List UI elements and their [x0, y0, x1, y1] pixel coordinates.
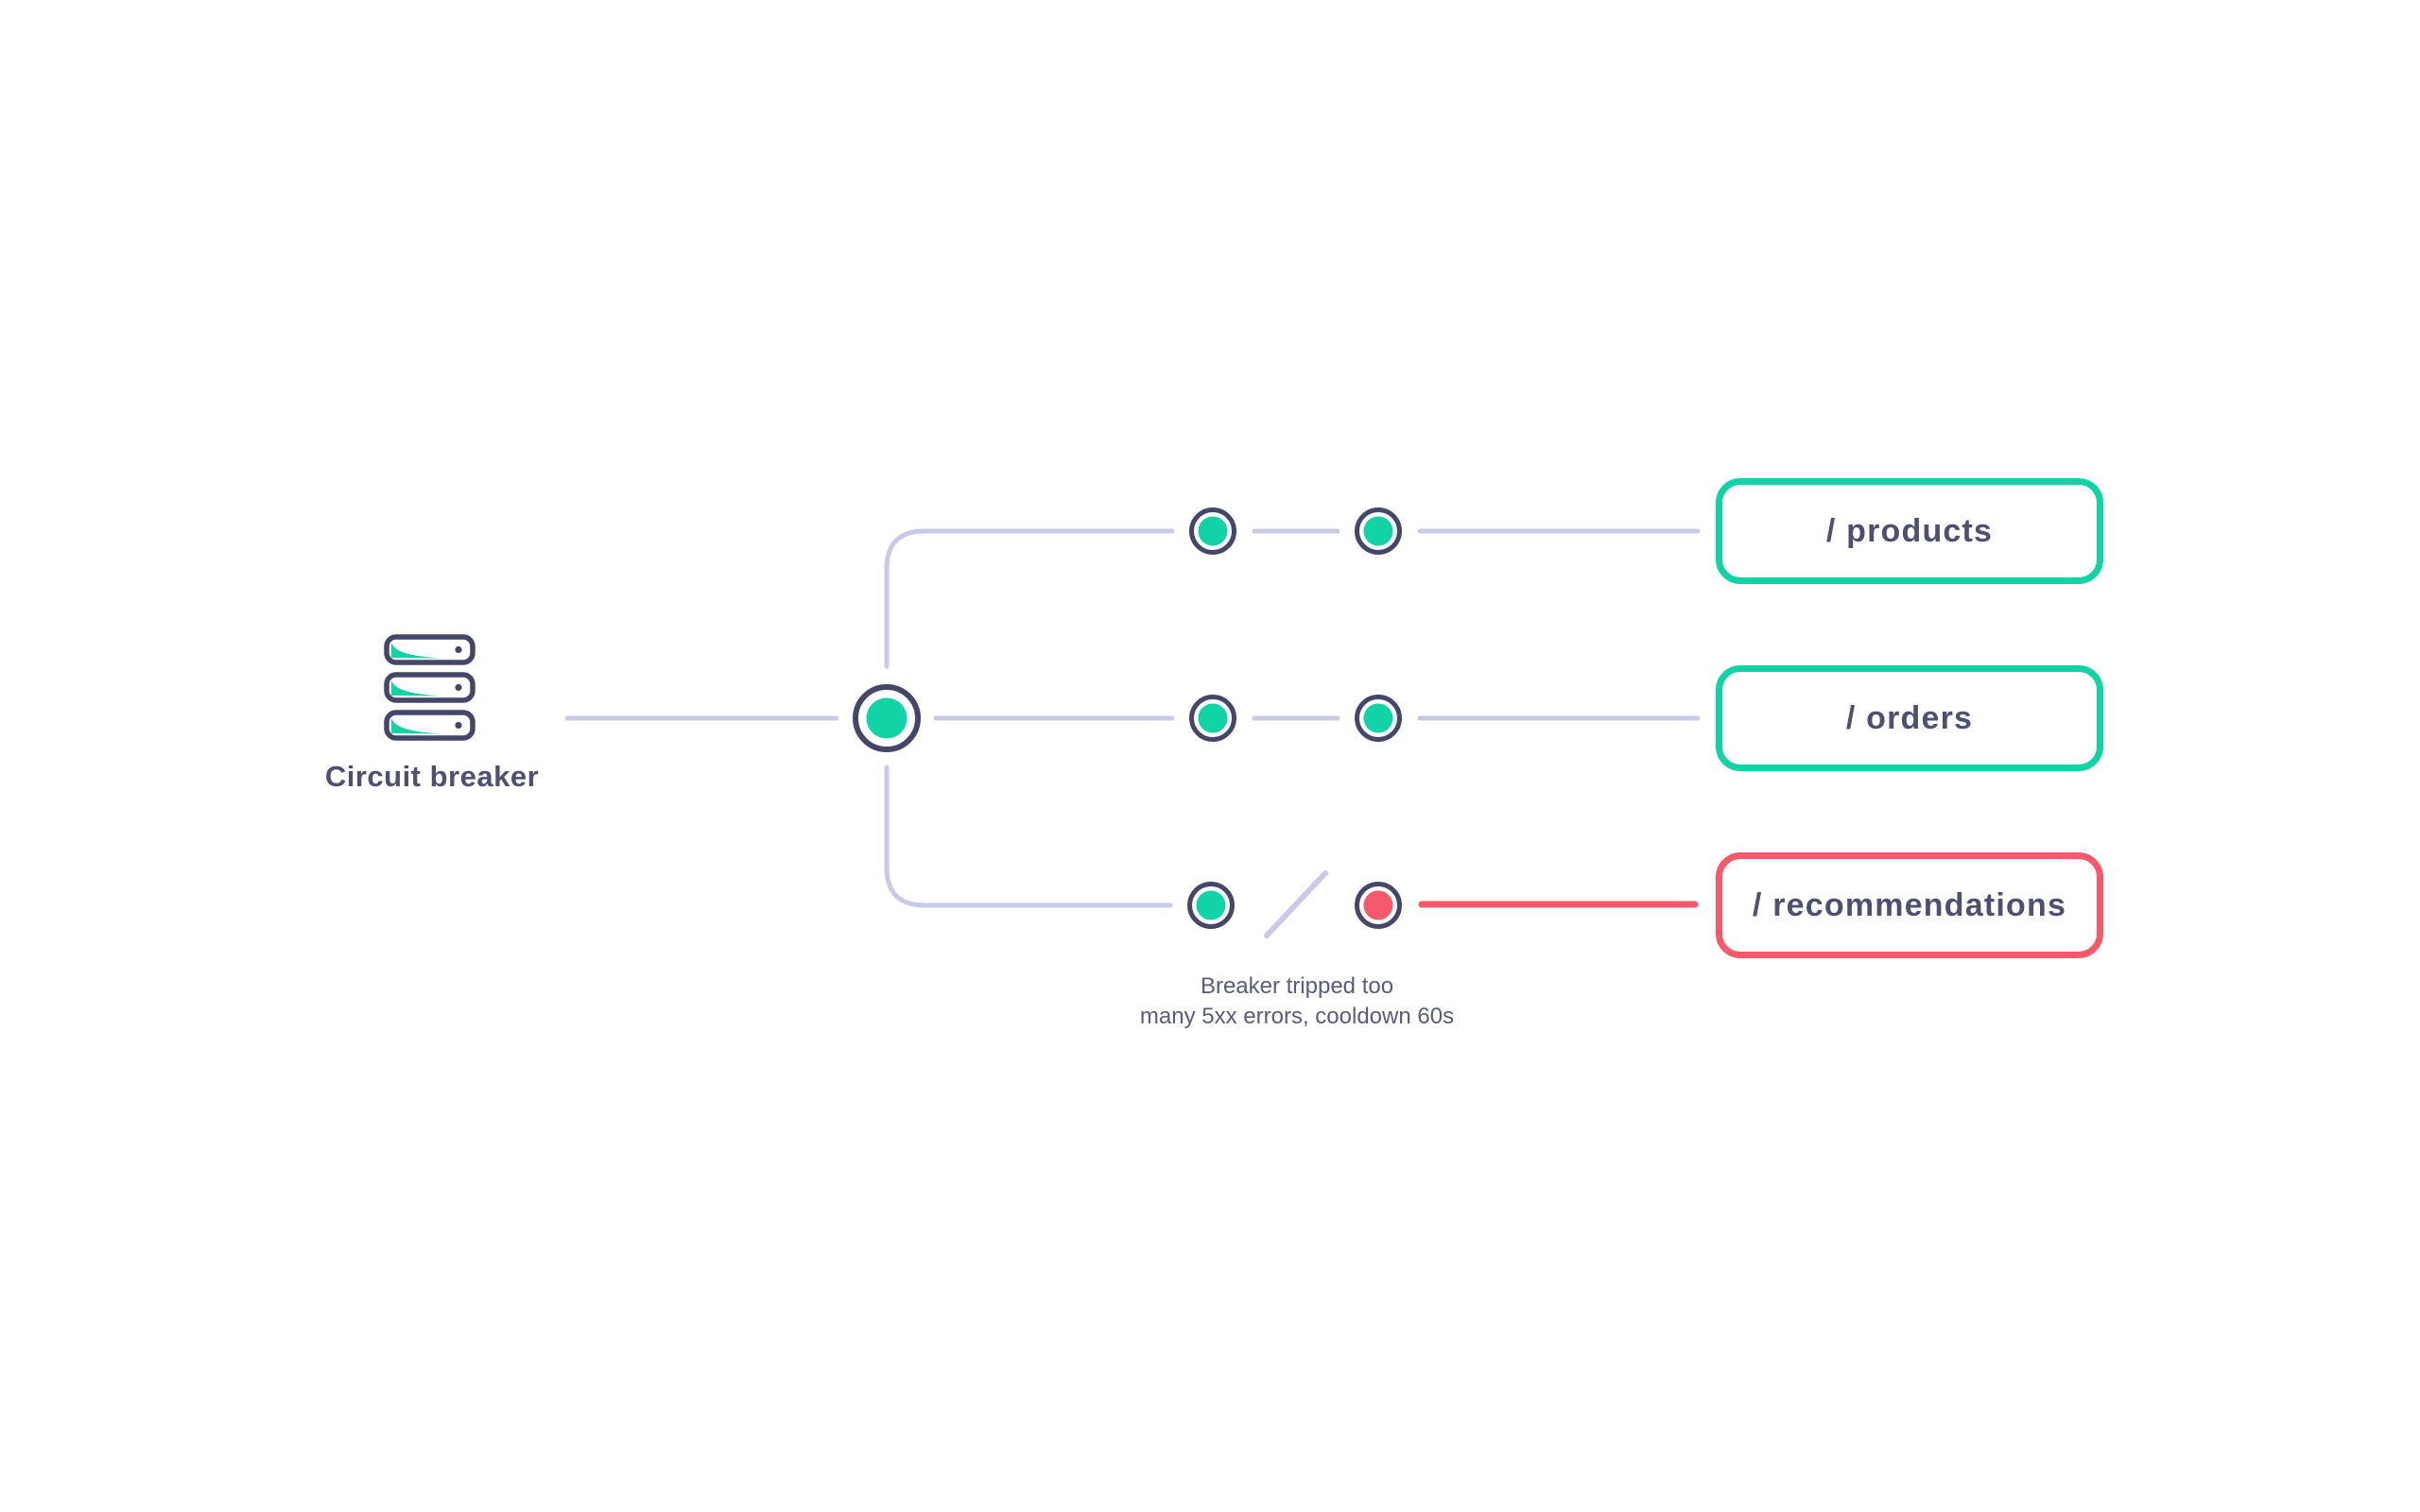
orders-node-1 [1189, 695, 1236, 742]
endpoint-orders: / orders [1716, 665, 2103, 771]
endpoint-products-label: / products [1825, 512, 1994, 549]
breaker-tripped-note: Breaker tripped too many 5xx errors, coo… [1061, 971, 1533, 1032]
hub-node [853, 684, 921, 752]
endpoint-products: / products [1716, 478, 2103, 584]
circuit-breaker-label: Circuit breaker [324, 760, 540, 793]
breaker-tripped-note-line2: many 5xx errors, cooldown 60s [1139, 1004, 1455, 1029]
server-bar-2 [384, 672, 475, 703]
server-bar-3 [384, 710, 475, 741]
products-node-2 [1355, 507, 1402, 555]
broken-link-slash-icon [1264, 870, 1328, 938]
connector-hub-to-products-branch [884, 528, 1175, 669]
orders-node-2 [1355, 695, 1402, 742]
recommendations-node-1 [1187, 882, 1235, 929]
recommendations-node-2-error [1355, 882, 1402, 929]
server-stack-icon [384, 634, 475, 741]
breaker-tripped-note-line1: Breaker tripped too [1200, 973, 1394, 999]
connector-hub-to-recommendations-branch [884, 765, 1173, 908]
endpoint-recommendations: / recommendations [1716, 852, 2103, 958]
endpoint-orders-label: / orders [1845, 699, 1974, 736]
endpoint-recommendations-label: / recommendations [1752, 886, 2067, 923]
products-node-1 [1189, 507, 1236, 555]
server-bar-1 [384, 634, 475, 665]
